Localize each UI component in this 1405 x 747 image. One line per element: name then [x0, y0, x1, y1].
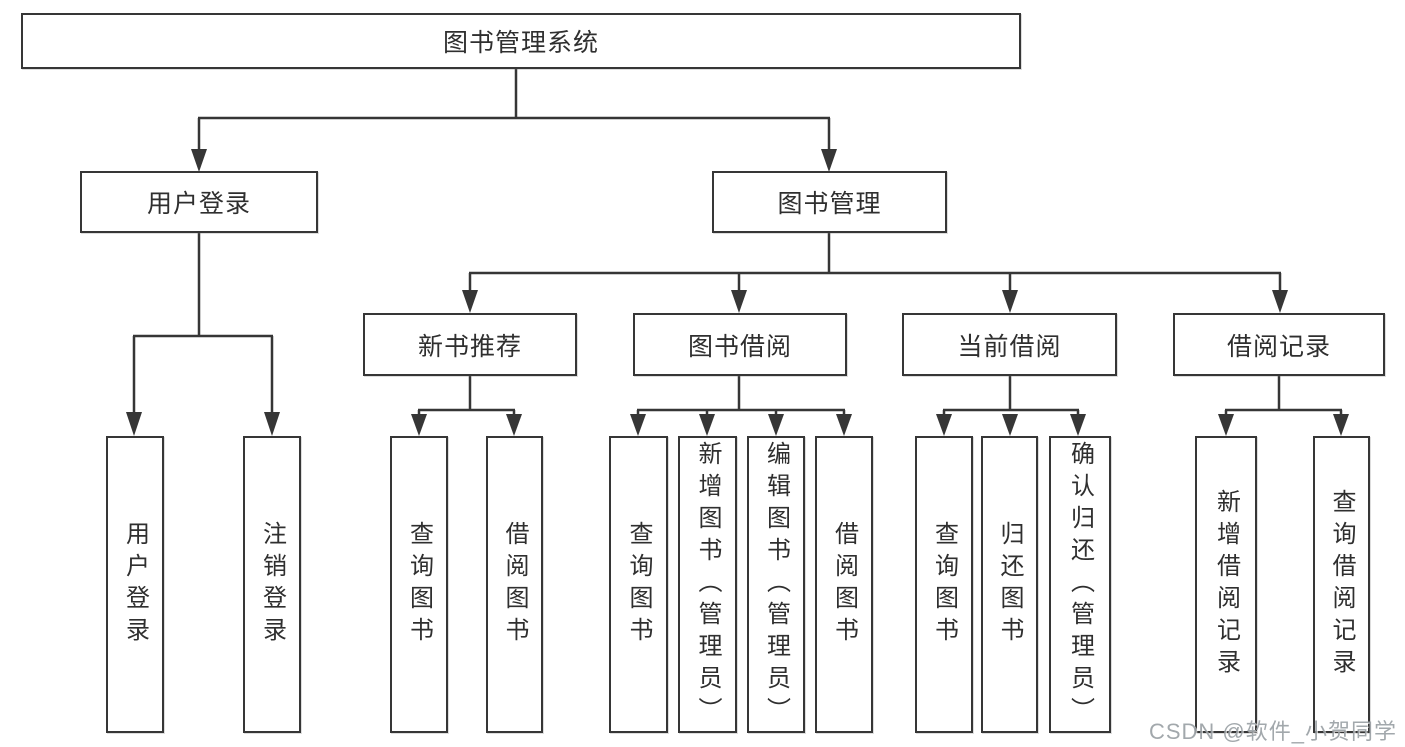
leaf-query-borrow-record: 查询借阅记录: [1313, 436, 1370, 733]
node-current-borrow: 当前借阅: [902, 313, 1117, 376]
node-new-book-recommend: 新书推荐: [363, 313, 577, 376]
leaf-borrow-books-recommend: 借阅图书: [486, 436, 543, 733]
leaf-edit-book-admin: 编辑图书（管理员）: [747, 436, 805, 733]
watermark: CSDN @软件_小贺同学: [1148, 719, 1397, 744]
node-borrow-records: 借阅记录: [1173, 313, 1385, 376]
leaf-add-book-admin: 新增图书（管理员）: [678, 436, 737, 733]
leaf-confirm-return-admin: 确认归还（管理员）: [1049, 436, 1111, 733]
leaf-user-login: 用户登录: [106, 436, 164, 733]
leaf-return-books: 归还图书: [981, 436, 1038, 733]
node-book-borrow: 图书借阅: [633, 313, 847, 376]
leaf-add-borrow-record: 新增借阅记录: [1195, 436, 1257, 733]
node-book-management: 图书管理: [712, 171, 947, 233]
leaf-borrow-books: 借阅图书: [815, 436, 873, 733]
arrowhead-icons: [126, 149, 1349, 436]
leaf-query-books-current: 查询图书: [915, 436, 973, 733]
leaf-logout: 注销登录: [243, 436, 301, 733]
leaf-query-books-borrow: 查询图书: [609, 436, 668, 733]
node-user-login: 用户登录: [80, 171, 318, 233]
node-root-system: 图书管理系统: [21, 13, 1021, 69]
leaf-query-books-recommend: 查询图书: [390, 436, 448, 733]
